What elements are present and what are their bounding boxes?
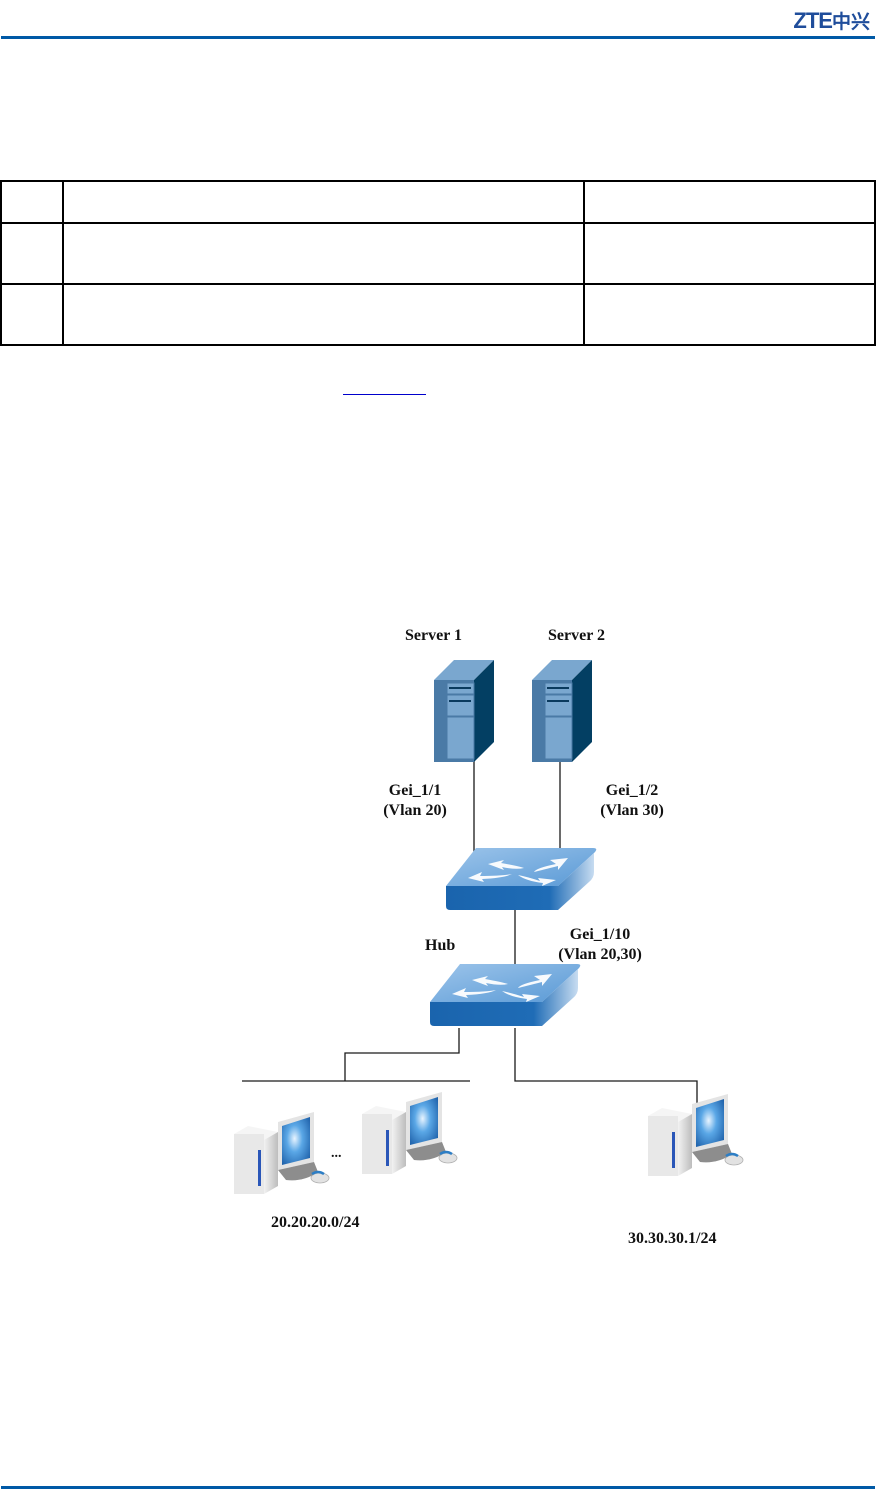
hub-switch-icon [430,964,581,1026]
port-name: Gei_1/2 [605,782,659,799]
pc-left-1-icon [232,1110,331,1196]
cables [242,757,698,1120]
logo-chinese: 中兴 [831,12,870,33]
port-gei-1-1-label: Gei_1/1 (Vlan 20) [380,781,450,821]
port-vlan: (Vlan 30) [600,802,664,819]
cable-hub-pc-right [514,1028,698,1120]
parameter-table [0,180,876,346]
subnet-left-label: 20.20.20.0/24 [271,1214,360,1231]
server-2-icon [531,659,593,763]
table-cell [0,283,64,346]
server-2-label: Server 2 [548,627,606,644]
logo-latin: ZTE [793,8,833,33]
table-row [0,222,876,285]
table-cell [0,180,64,224]
table-cell [61,283,585,346]
more-hosts-ellipsis: ... [331,1146,342,1161]
port-name: Gei_1/1 [388,782,442,799]
table-cell [582,283,876,346]
port-gei-1-10-label: Gei_1/10 (Vlan 20,30) [545,925,655,965]
figure-reference-link[interactable] [343,394,426,395]
table-cell [61,180,585,224]
table-cell [61,222,585,285]
hub-label: Hub [425,937,456,954]
table-cell [582,180,876,224]
port-vlan: (Vlan 20) [383,802,447,819]
subnet-right-label: 30.30.30.1/24 [628,1230,717,1247]
table-row [0,180,876,224]
port-vlan: (Vlan 20,30) [558,946,642,963]
pc-left-2-icon [360,1090,459,1176]
table-cell [582,222,876,285]
table-cell [0,222,64,285]
port-gei-1-2-label: Gei_1/2 (Vlan 30) [592,781,672,821]
server-1-icon [433,659,495,763]
header-rule [1,36,875,39]
footer-rule [1,1486,875,1489]
server-1-label: Server 1 [405,627,463,644]
cable-hub-lan-left [344,1028,460,1081]
port-name: Gei_1/10 [569,926,631,943]
pc-right-icon [646,1092,745,1178]
core-switch-icon [446,848,597,910]
zte-logo: ZTE中兴 [793,9,870,35]
table-row [0,283,876,346]
